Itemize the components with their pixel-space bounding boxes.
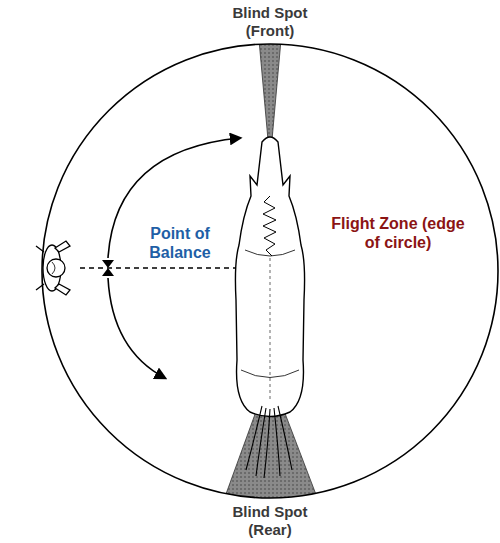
flight-zone-circle: [42, 44, 498, 498]
label: Flight Zone (edge of circle): [329, 214, 467, 252]
label: Point of Balance: [134, 224, 226, 262]
backward-arrow: [108, 278, 165, 378]
balance-line: [80, 267, 238, 268]
blind-spot-wedges: [222, 40, 320, 505]
label: Blind Spot (Rear): [220, 503, 320, 539]
horse-figure: [235, 137, 304, 478]
balance-marker: [102, 260, 114, 276]
handler-figure: [36, 241, 70, 295]
label: Blind Spot (Front): [220, 4, 320, 40]
